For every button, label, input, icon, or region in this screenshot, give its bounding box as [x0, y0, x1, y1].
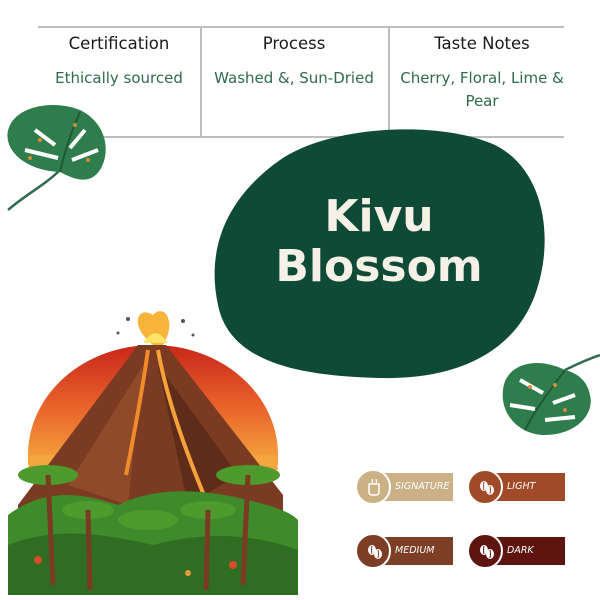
roast-badge-dark: DARK	[467, 533, 565, 569]
badge-label: SIGNATURE	[395, 481, 450, 492]
table-column-taste-notes: Taste Notes Cherry, Floral, Lime & Pear	[400, 26, 564, 136]
coffee-beans-icon	[467, 469, 503, 505]
volcano-illustration	[8, 311, 298, 595]
column-header: Certification	[68, 34, 170, 53]
column-header: Process	[262, 34, 326, 53]
title-blob	[214, 129, 545, 379]
badge-label: MEDIUM	[395, 545, 435, 556]
column-value: Cherry, Floral, Lime & Pear	[400, 69, 564, 110]
column-value: Washed &, Sun-Dried	[214, 69, 374, 87]
table-top-border	[38, 26, 564, 28]
product-title: Kivu Blossom	[275, 191, 483, 292]
badge-label: DARK	[507, 545, 534, 556]
monstera-leaf-icon	[7, 105, 106, 211]
table-column-certification: Certification Ethically sourced	[38, 26, 200, 136]
info-table: Certification Ethically sourced Process …	[38, 26, 564, 138]
column-header: Taste Notes	[434, 34, 530, 53]
coffee-beans-icon	[467, 533, 503, 569]
table-divider	[388, 26, 390, 138]
coffee-cup-icon	[355, 469, 391, 505]
roast-badge-signature: SIGNATURE	[355, 469, 453, 505]
table-divider	[200, 26, 202, 138]
table-bottom-border	[38, 136, 564, 138]
table-column-process: Process Washed &, Sun-Dried	[212, 26, 376, 136]
roast-badge-light: LIGHT	[467, 469, 565, 505]
roast-badge-medium: MEDIUM	[355, 533, 453, 569]
column-value: Ethically sourced	[55, 69, 183, 87]
badge-label: LIGHT	[507, 481, 536, 492]
monstera-leaf-icon	[502, 353, 600, 435]
coffee-beans-icon	[355, 533, 391, 569]
